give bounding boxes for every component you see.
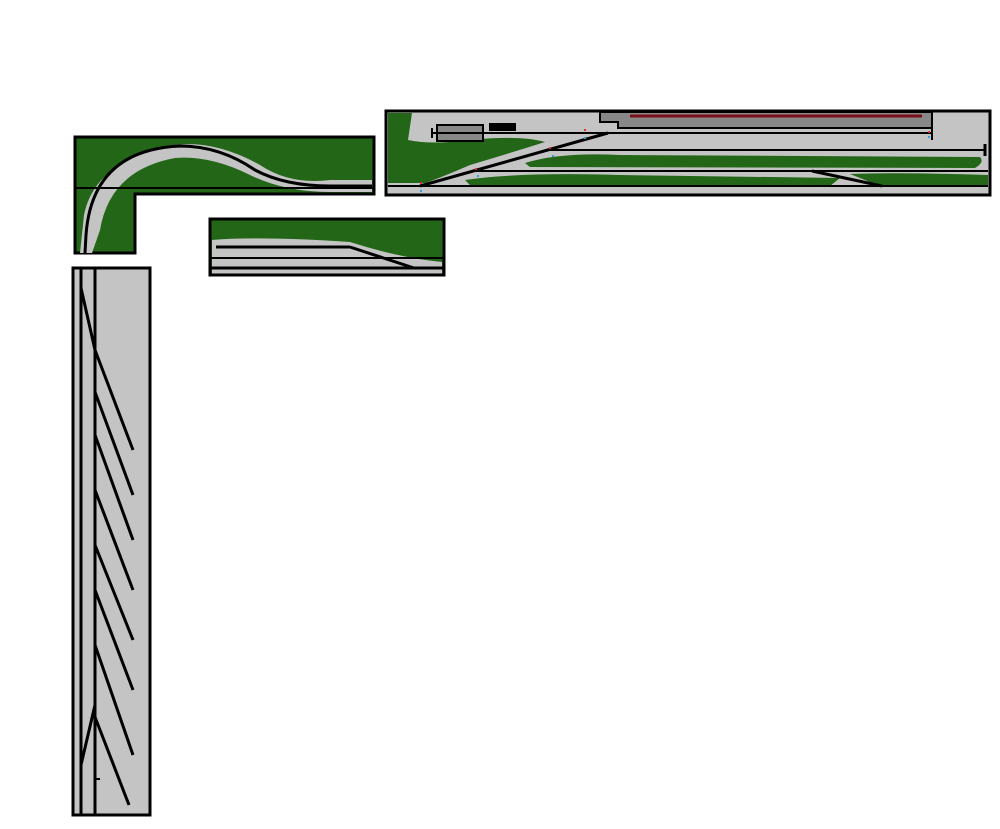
crossover	[811, 169, 883, 188]
section-markers	[420, 129, 930, 192]
scenery-area	[388, 113, 545, 183]
curve-track	[83, 144, 372, 254]
scenery-strip	[465, 174, 840, 186]
siding-module	[208, 217, 446, 277]
storage-siding	[93, 544, 135, 641]
storage-sidings	[93, 349, 135, 806]
curve-module	[73, 135, 376, 255]
building	[489, 123, 516, 131]
yard-exit-turnout	[79, 704, 97, 766]
yard-entry-turnout	[79, 287, 97, 351]
station-module	[384, 109, 992, 197]
storage-siding	[93, 716, 131, 806]
scenery-strip	[525, 154, 982, 168]
platform	[599, 111, 933, 129]
storage-siding	[93, 644, 135, 756]
storage-siding	[93, 489, 135, 591]
storage-siding	[93, 434, 135, 541]
storage-siding	[93, 589, 135, 691]
turnout-diagonal	[419, 131, 609, 188]
storage-siding	[93, 349, 135, 451]
fiddle-yard	[71, 266, 152, 817]
storage-siding	[93, 391, 135, 496]
scenery-strip	[850, 173, 988, 186]
